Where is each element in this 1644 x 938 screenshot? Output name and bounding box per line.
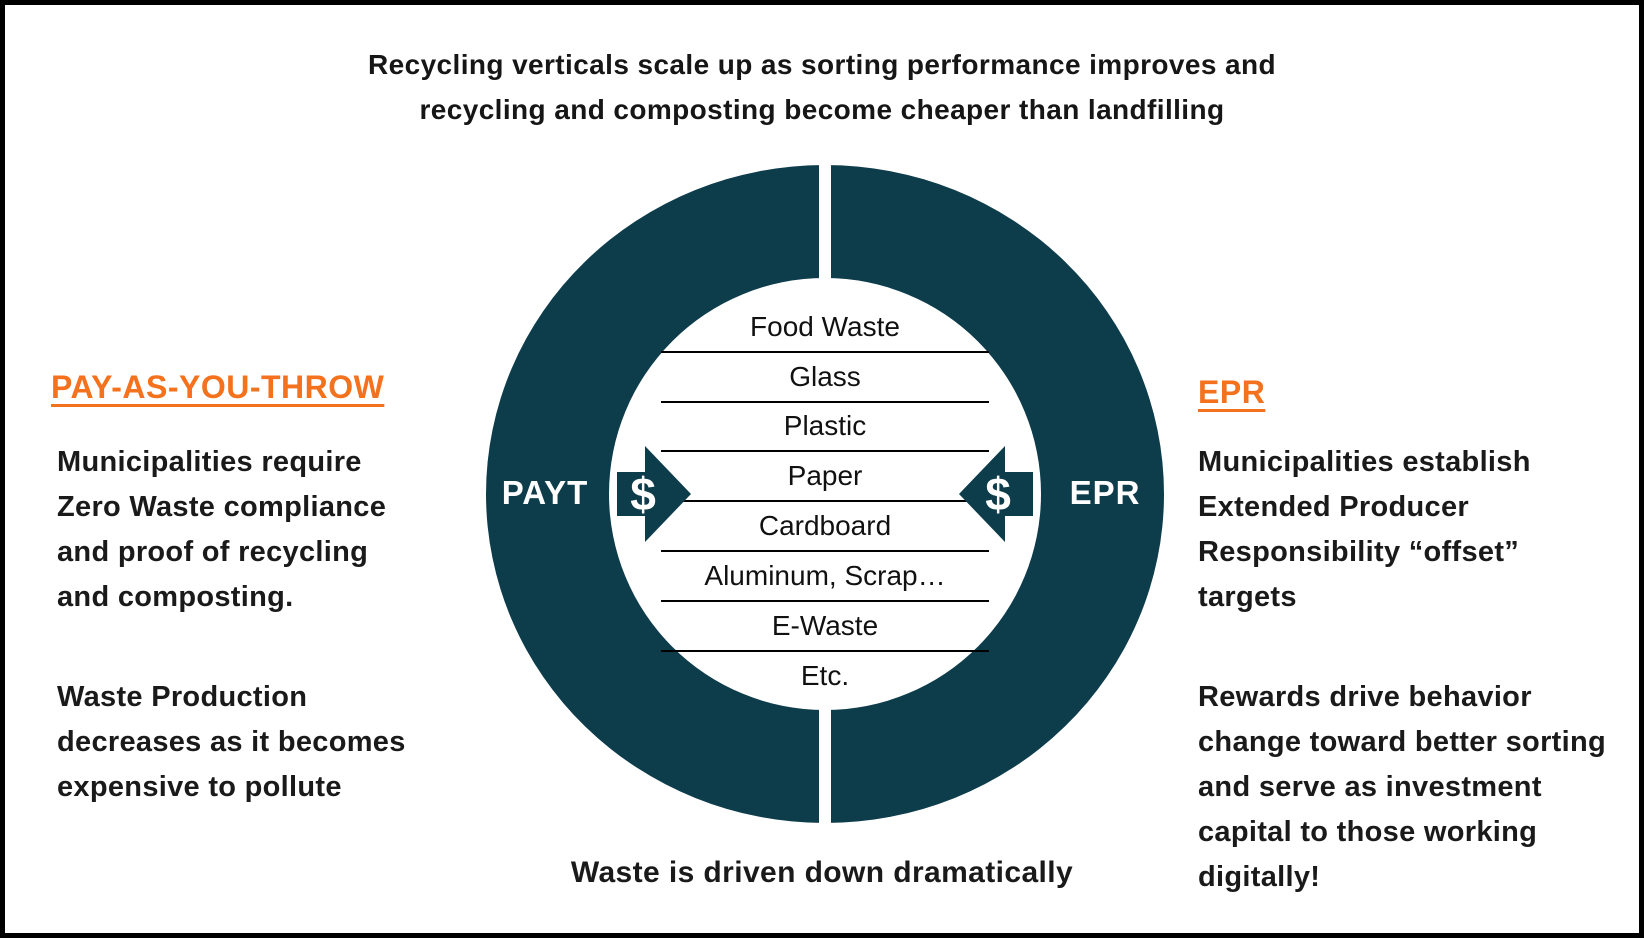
page-title: Recycling verticals scale up as sorting … [5, 42, 1639, 132]
list-separator [661, 351, 989, 353]
material-item: E-Waste [771, 610, 879, 641]
material-item: Aluminum, Scrap… [704, 560, 946, 591]
paragraph-line: digitally! [1198, 861, 1321, 893]
material-item: Etc. [800, 660, 850, 691]
paragraph-line: Zero Waste compliance [57, 491, 387, 523]
paragraph-line: Rewards drive behavior [1198, 681, 1532, 713]
bottom-caption: Waste is driven down dramatically [570, 856, 1074, 889]
paragraph-line: targets [1198, 581, 1297, 613]
paragraph-line: expensive to pollute [57, 771, 342, 803]
payt-arrow-right-icon [645, 446, 691, 542]
epr-arrow-shaft [1000, 472, 1033, 516]
title-line-1: Recycling verticals scale up as sorting … [368, 49, 1276, 80]
payt-paragraph-1: Municipalities require Zero Waste compli… [57, 440, 386, 620]
list-separator [661, 600, 989, 602]
ring-gap-bottom [819, 703, 831, 831]
ring-gap-top [819, 157, 831, 285]
paragraph-line: and composting. [57, 581, 294, 613]
material-item: Glass [789, 361, 861, 392]
paragraph-line: Municipalities establish [1198, 446, 1531, 478]
material-item: Food Waste [750, 311, 900, 342]
material-item: Paper [787, 460, 863, 491]
payt-arrow-shaft [617, 472, 650, 516]
epr-heading: EPR [1198, 374, 1266, 410]
paragraph-line: Extended Producer [1198, 491, 1469, 523]
paragraph-line: capital to those working [1198, 816, 1538, 848]
payt-ring-label: PAYT [501, 474, 589, 511]
list-separator [661, 450, 989, 452]
paragraph-line: Responsibility “offset” [1198, 536, 1520, 568]
paragraph-line: decreases as it becomes [57, 726, 406, 758]
epr-arrow-left-icon [959, 446, 1005, 542]
paragraph-line: Waste Production [57, 681, 308, 713]
paragraph-line: Municipalities require [57, 446, 362, 478]
list-separator [661, 500, 989, 502]
payt-dollar-icon: $ [630, 468, 656, 520]
material-item: Cardboard [758, 510, 892, 541]
payt-heading: PAY-AS-YOU-THROW [51, 369, 385, 405]
material-item: Plastic [783, 410, 867, 441]
epr-dollar-icon: $ [985, 468, 1011, 520]
list-separator [661, 650, 989, 652]
paragraph-line: change toward better sorting [1198, 726, 1606, 758]
epr-ring-label: EPR [1069, 474, 1141, 511]
paragraph-line: and serve as investment [1198, 771, 1542, 803]
epr-paragraph-2: Rewards drive behavior change toward bet… [1198, 675, 1606, 900]
list-separator [661, 550, 989, 552]
payt-paragraph-2: Waste Production decreases as it becomes… [57, 675, 406, 810]
paragraph-line: and proof of recycling [57, 536, 369, 568]
list-separator [661, 401, 989, 403]
title-line-2: recycling and composting become cheaper … [419, 94, 1225, 125]
epr-paragraph-1: Municipalities establish Extended Produc… [1198, 440, 1531, 620]
